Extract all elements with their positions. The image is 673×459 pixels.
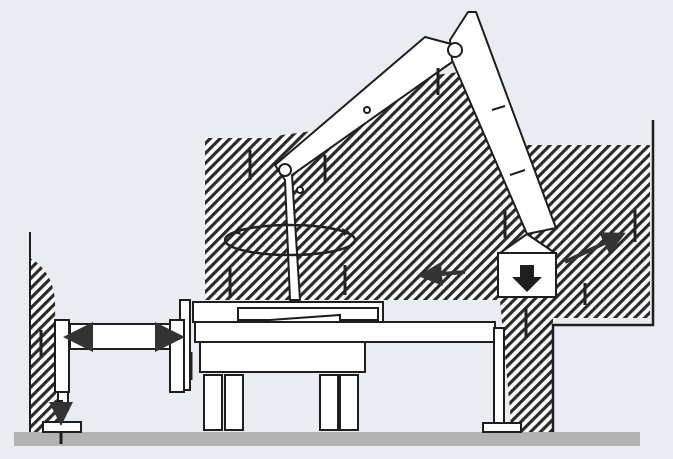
zone-arrow-diagonal (564, 232, 626, 264)
zone-arrow-left (418, 262, 466, 286)
load-box (496, 232, 559, 298)
slew-ellipse (223, 223, 357, 257)
crane-base (179, 299, 522, 433)
ground-strip (14, 432, 640, 446)
crane-boom (274, 11, 557, 301)
down-arrow-icon (512, 265, 542, 292)
outrigger (42, 319, 185, 444)
